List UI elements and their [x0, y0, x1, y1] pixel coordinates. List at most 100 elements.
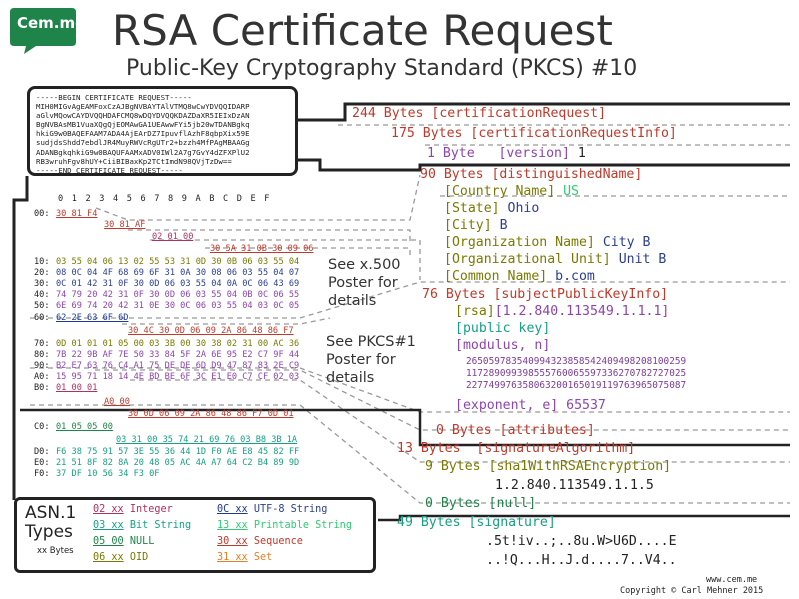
note-line: Poster for — [326, 352, 396, 368]
version-label: [version] — [498, 146, 570, 161]
field-certification-request-info: 175 Bytes [certificationRequestInfo] — [391, 126, 677, 141]
spki-algorithm: [rsa][1.2.840.113549.1.1.1] — [455, 304, 669, 319]
hex-bytes-row: B2 E7 63 76 C4 A1 75 DE DE 6D D9 47 87 8… — [56, 361, 300, 371]
hex-offset: 60: — [34, 313, 50, 323]
hex-bytes-certinfo: 30 81 AF — [104, 220, 146, 230]
pem-line: BgNVBAsMB1VuaXQgQjEOMAwGA1UEAwwFYi5jb20w… — [36, 120, 250, 130]
legend-label: Set — [253, 552, 273, 563]
pem-line: MIH0MIGvAgEAMFoxCzAJBgNVBAYTAlVTMQ8wCwYD… — [36, 102, 250, 112]
dn-value: b.com — [555, 269, 595, 284]
field-sha1-rsa: 9 Bytes [sha1WithRSAEncryption] — [425, 459, 672, 474]
signature-ascii-line: ..!Q...H..J.d....7..V4.. — [486, 553, 677, 568]
legend-null: 05 00 NULL — [93, 536, 154, 547]
legend-code: 0C xx — [217, 504, 248, 515]
hex-offset: C0: — [34, 422, 50, 432]
legend-set: 31 xx Set — [217, 552, 272, 563]
legend-label: Integer — [129, 504, 173, 515]
hex-offset: 40: — [34, 290, 50, 300]
dn-value: Unit B — [618, 252, 667, 267]
pem-line: -----BEGIN CERTIFICATE REQUEST----- — [36, 93, 192, 102]
version-value: 1 — [577, 146, 586, 161]
legend-oid: 06 xx OID — [93, 552, 148, 563]
see-x500-note: See x.500 Poster for details — [328, 256, 401, 310]
dn-value: City B — [602, 235, 651, 250]
see-pkcs1-note: See PKCS#1 Poster for details — [326, 333, 416, 387]
hex-bytes-row: F6 38 75 91 57 3E 55 36 44 1D F0 AE E8 4… — [56, 447, 300, 457]
dn-label: [Country Name] — [444, 184, 556, 199]
footer-site: www.cem.me — [706, 575, 758, 585]
hex-bytes-row: 6E 69 74 20 42 31 0E 30 0C 06 03 55 04 0… — [56, 301, 300, 311]
dn-city: [City] B — [444, 218, 508, 233]
modulus-line: 117289099398555760065597336270782727025 — [466, 368, 687, 379]
legend-printable: 13 xx Printable String — [217, 520, 352, 531]
hex-offset: 90: — [34, 361, 50, 371]
dn-label: [Organizational Unit] — [444, 252, 611, 267]
legend-title-line: ASN.1 — [25, 503, 77, 523]
legend-code: 13 xx — [217, 520, 248, 531]
legend-sequence: 30 xx Sequence — [217, 536, 303, 547]
pem-line: aGlvMQowCAYDVQQHDAFCMQ8wDQYDVQQKDAZDaXR5… — [36, 111, 250, 121]
legend-code: 06 xx — [93, 552, 124, 563]
alg-label: [rsa] — [455, 304, 495, 319]
field-signature-algorithm: 13 Bytes [signatureAlgorithm] — [397, 441, 636, 456]
legend-code: 03 xx — [93, 520, 124, 531]
legend-bitstring: 03 xx Bit String — [93, 520, 191, 531]
legend-label: Sequence — [253, 536, 303, 547]
spki-modulus-label: [modulus, n] — [455, 338, 551, 353]
dn-organization: [Organization Name] City B — [444, 235, 650, 250]
legend-code: 31 xx — [217, 552, 248, 563]
hex-offset: 30: — [34, 279, 50, 289]
spki-public-key: [public key] — [455, 321, 551, 336]
hex-bytes-version: 02 01 00 — [152, 232, 194, 242]
field-attributes: 0 Bytes [attributes] — [436, 423, 595, 438]
field-version: 1 Byte [version] 1 — [427, 146, 586, 161]
legend-code: 02 xx — [93, 504, 124, 515]
signature-ascii-line: .5t!iv..;..8u.W>U6D....E — [486, 534, 677, 549]
legend-title-line: Types — [25, 522, 73, 542]
spki-exponent: [exponent, e] 65537 — [455, 398, 606, 413]
hex-bytes-spki-start: 30 4C 30 0D 06 09 2A 86 48 86 F7 — [128, 326, 294, 336]
legend-utf8: 0C xx UTF-8 String — [217, 504, 327, 515]
pem-line: ADANBgkqhkiG9w0BAQUFAAMxADV0IWl2A7g7GvY4… — [36, 147, 250, 157]
legend-code: 30 xx — [217, 536, 248, 547]
legend-label: UTF-8 String — [253, 504, 328, 515]
field-null: 0 Bytes [null] — [425, 496, 537, 511]
hex-bytes-sigalg: 30 0D 06 09 2A 86 48 86 F7 0D 01 — [128, 409, 294, 419]
dn-value: US — [563, 184, 579, 199]
dn-value: B — [499, 218, 508, 233]
footer-copyright: Copyright © Carl Mehner 2015 — [620, 586, 764, 596]
legend-label: Bit String — [129, 520, 192, 531]
hex-bytes-attributes: A0 00 — [104, 397, 130, 407]
dn-organizational-unit: [Organizational Unit] Unit B — [444, 252, 666, 267]
field-signature: 49 Bytes [signature] — [397, 515, 556, 530]
hex-bytes-row: 37 DF 10 56 34 F3 0F — [56, 469, 160, 479]
hex-bytes-row: 03 55 04 06 13 02 55 53 31 0D 30 0B 06 0… — [56, 257, 300, 267]
dn-value: Ohio — [507, 201, 540, 216]
hex-bytes-row: 0C 01 42 31 0F 30 0D 06 03 55 04 0A 0C 0… — [56, 279, 300, 289]
field-certification-request: 244 Bytes [certificationRequest] — [352, 106, 607, 121]
hex-bytes-row: 0D 01 01 01 05 00 03 3B 00 30 38 02 31 0… — [56, 339, 300, 349]
dn-label: [Organization Name] — [444, 235, 595, 250]
hex-bytes-row: 7B 22 9B AF 7E 50 33 84 5F 2A 6E 95 E2 C… — [56, 350, 300, 360]
hex-offset: B0: — [34, 383, 50, 393]
hex-bytes-row: 74 79 20 42 31 0F 30 0D 06 03 55 04 0B 0… — [56, 290, 300, 300]
hex-offset: E0: — [34, 458, 50, 468]
legend-label: NULL — [129, 536, 155, 547]
note-line: details — [326, 370, 375, 386]
modulus-line: 227749976358063200165019119763965075087 — [466, 380, 687, 391]
page-subtitle: Public-Key Cryptography Standard (PKCS) … — [126, 56, 638, 81]
hex-offset: 00: — [34, 209, 50, 219]
pem-line: hkiG9w0BAQEFAAM7ADA4AjEArDZ7IpuvflAzhF8q… — [36, 129, 250, 139]
dn-label: [Common Name] — [444, 269, 548, 284]
hex-bytes-row: 21 51 8F 82 8A 20 48 05 AC 4A A7 64 C2 B… — [56, 458, 300, 468]
hex-offset: A0: — [34, 372, 50, 382]
dn-label: [State] — [444, 201, 500, 216]
hex-bytes-row: 62 2E 63 6F 6D — [56, 313, 129, 323]
version-size: 1 Byte — [427, 146, 475, 161]
logo-icon — [10, 8, 76, 54]
legend-subtitle: xx Bytes — [37, 546, 74, 556]
hex-offset: D0: — [34, 447, 50, 457]
